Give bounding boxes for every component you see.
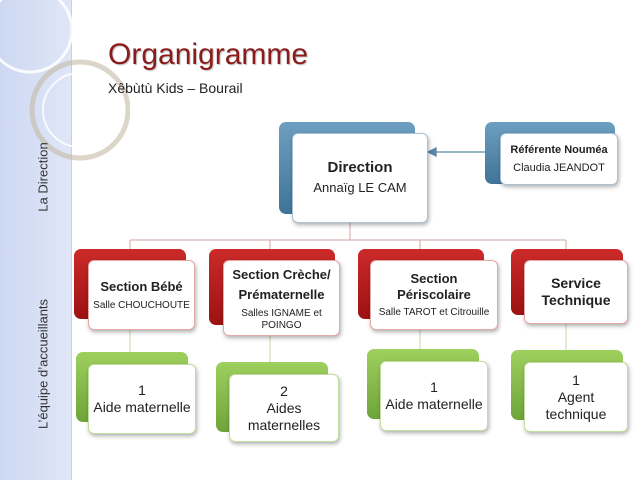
staff-role: Aide maternelle [93, 399, 191, 415]
section-title: Section Périscolaire [397, 271, 471, 302]
staff-role: Agent technique [545, 388, 607, 422]
staff-count: 1 [138, 382, 146, 398]
direction-title: Direction [327, 159, 393, 176]
referente-title: Référente Nouméa [510, 144, 608, 156]
direction-box: Direction Annaïg LE CAM [292, 133, 428, 223]
section-box: Service Technique [524, 260, 628, 324]
section-title: Section Bébé [100, 278, 183, 294]
staff-role: Aides maternelles [247, 399, 321, 433]
slide-subtitle: Xêbùtù Kids – Bourail [108, 80, 243, 96]
section-subtitle: Salle TAROT et Citrouille [378, 307, 490, 318]
staff-role: Aide maternelle [385, 396, 483, 412]
direction-name: Annaïg LE CAM [313, 180, 407, 195]
section-box: Section Périscolaire Salle TAROT et Citr… [370, 260, 498, 330]
section-subtitle: Salle CHOUCHOUTE [93, 299, 190, 311]
staff-count: 2 [280, 382, 288, 399]
staff-count: 1 [430, 379, 438, 395]
section-box: Section Crèche/ Prématernelle Salles IGN… [223, 260, 340, 336]
referente-name: Claudia JEANDOT [513, 162, 605, 174]
section-title: Service Technique [541, 275, 611, 308]
section-box: Section Bébé Salle CHOUCHOUTE [88, 260, 195, 330]
staff-box: 1 Agent technique [524, 362, 628, 432]
section-subtitle: Salles IGNAME et POINGO [241, 307, 322, 331]
staff-box: 1 Aide maternelle [380, 361, 488, 431]
section-title: Section Crèche/ Prématernelle [232, 266, 331, 302]
slide-title: Organigramme [108, 38, 309, 71]
staff-box: 2 Aides maternelles [229, 374, 339, 442]
staff-count: 1 [572, 371, 580, 388]
staff-box: 1 Aide maternelle [88, 364, 196, 434]
referente-box: Référente Nouméa Claudia JEANDOT [500, 133, 618, 185]
